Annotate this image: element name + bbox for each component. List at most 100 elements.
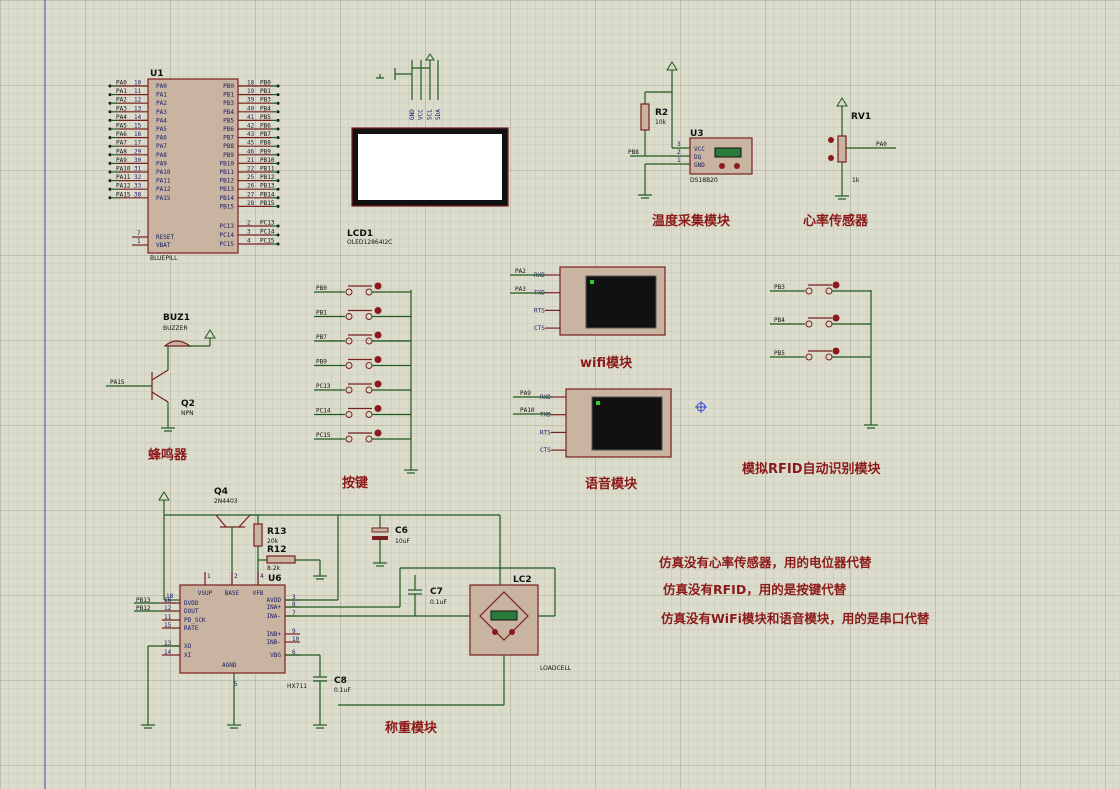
u1-vbat-num: 1	[137, 238, 141, 245]
u1-pin-name: PA12	[156, 186, 171, 193]
key-net-pb7: PB7	[316, 334, 327, 341]
buzzer-module-label: 蜂鸣器	[148, 447, 188, 463]
u1-net-pa6: PA6	[116, 131, 127, 138]
r12-ref: R12	[267, 545, 286, 555]
u3-value: DS18B20	[690, 177, 718, 184]
key-net-pc14: PC14	[316, 408, 331, 415]
buzzer-module[interactable]: BUZ1 BUZZER PA15 Q2 NPN 蜂鸣器	[106, 313, 216, 463]
buzzer-net-label: PA15	[110, 379, 125, 386]
u1-net-pa15: PA15	[116, 191, 131, 198]
u6-net-pb13: PB13	[136, 597, 151, 604]
note-wifi: 仿真没有WiFi模块和语音模块，用的是串口代替	[661, 611, 930, 626]
u6-pin-num: 6	[292, 649, 296, 656]
weigh-module[interactable]: Q4 2N4403 R13 20k R12 8.2k C6 10uF U6 HX…	[134, 487, 572, 736]
c6-value: 10uF	[395, 538, 410, 545]
u1-net-pc13: PC13	[260, 220, 275, 227]
temp-module[interactable]: R2 10k U3 DS18B20 VCC DQ GND 3 2 1 PB8 温…	[628, 61, 753, 229]
u1-value: BLUEPILL	[150, 255, 178, 262]
u1-pin-num: 3	[247, 229, 251, 236]
u6-pin-num: 10	[292, 636, 300, 643]
u1-vbat-name: VBAT	[156, 242, 171, 249]
u1-net-pa7: PA7	[116, 140, 127, 147]
u1-pin-name: PA1	[156, 92, 167, 99]
u1-pin-name: PA2	[156, 100, 167, 107]
temp-module-label: 温度采集模块	[652, 213, 731, 229]
u1-pin-name: PA9	[156, 160, 167, 167]
u1-pin-num: 14	[134, 114, 142, 121]
u1-pin-num: 15	[134, 123, 142, 130]
u3-pin-num-1: 1	[677, 157, 681, 164]
u1-reset-name: RESET	[156, 234, 174, 241]
q4-ref: Q4	[214, 487, 228, 497]
u1-pin-num: 32	[134, 174, 142, 181]
u1-pin-name: PC14	[220, 232, 235, 239]
u1-net-pb11: PB11	[260, 166, 275, 173]
u6-pin-name: INB+	[267, 631, 282, 638]
wifi-net-pa2: PA2	[515, 268, 526, 275]
u1-pin-name: PB1	[223, 92, 234, 99]
u1-pin-name: PB9	[223, 152, 234, 159]
q4-value: 2N4403	[214, 498, 238, 505]
u6-pin-name: XO	[184, 643, 192, 650]
u6-net-pb12: PB12	[136, 605, 151, 612]
u1-net-pc14: PC14	[260, 229, 275, 236]
u6-pin-num: 1	[207, 573, 211, 580]
u1-pin-name: PB8	[223, 143, 234, 150]
u1-pin-num: 45	[247, 140, 255, 147]
keys-module-label: 按键	[342, 475, 368, 491]
u6-pin-name: RATE	[184, 625, 199, 632]
u6-pin-num: 8	[292, 601, 296, 608]
voice-net-pa10: PA10	[520, 407, 535, 414]
u3-pin-num-2: 2	[677, 149, 681, 156]
lc2-ref: LC2	[513, 575, 532, 585]
u1-pin-name: PB12	[220, 178, 235, 185]
u1-pin-name: PC15	[220, 241, 235, 248]
u1-pin-name: PA15	[156, 195, 171, 202]
u6-pin-num: 4	[260, 573, 264, 580]
heart-module-label: 心率传感器	[803, 213, 869, 229]
wifi-pin-cts: CTS	[534, 325, 545, 332]
u6-agnd-name: AGND	[222, 662, 237, 669]
u6-pin-name: DVDD	[184, 600, 199, 607]
u6-pin-num: 12	[164, 605, 172, 612]
u1-pin-name: PB6	[223, 126, 234, 133]
lcd1-ref: LCD1	[347, 229, 373, 239]
u1-net-pb4: PB4	[260, 105, 271, 112]
u1-net-pb9: PB9	[260, 148, 271, 155]
rfid-net-pb5: PB5	[774, 350, 785, 357]
u1-pin-name: PA8	[156, 152, 167, 159]
u6-pin-num: 3	[292, 594, 296, 601]
u6-pin-num: 2	[234, 573, 238, 580]
c8-ref: C8	[334, 676, 347, 686]
u6-pin-name: VSUP	[198, 590, 213, 597]
u1-net-pa3: PA3	[116, 105, 127, 112]
crosshair-icon	[695, 401, 707, 413]
u6-pin-name: AVDD	[267, 597, 282, 604]
u1-net-pa5: PA5	[116, 123, 127, 130]
u1-pin-name: PA0	[156, 83, 167, 90]
u1-net-pa9: PA9	[116, 157, 127, 164]
u3-pin-vcc: VCC	[694, 146, 705, 153]
u1-pin-name: PA4	[156, 117, 167, 124]
u1-pin-num: 4	[247, 238, 251, 245]
heart-sensor-module[interactable]: RV1 1k PA0 心率传感器	[803, 97, 896, 229]
u1-net-pb5: PB5	[260, 114, 271, 121]
u1-net-pa0: PA0	[116, 80, 127, 87]
u1-pin-num: 25	[247, 174, 255, 181]
u1-pin-num: 28	[247, 200, 255, 207]
u6-pin-num: 9	[292, 628, 296, 635]
u1-pin-num: 31	[134, 166, 142, 173]
u6-pin-num: 14	[164, 649, 172, 656]
r12-value: 8.2k	[267, 565, 281, 572]
c6-ref: C6	[395, 526, 408, 536]
u1-pin-name: PB0	[223, 83, 234, 90]
u6-value: HX711	[287, 683, 307, 690]
